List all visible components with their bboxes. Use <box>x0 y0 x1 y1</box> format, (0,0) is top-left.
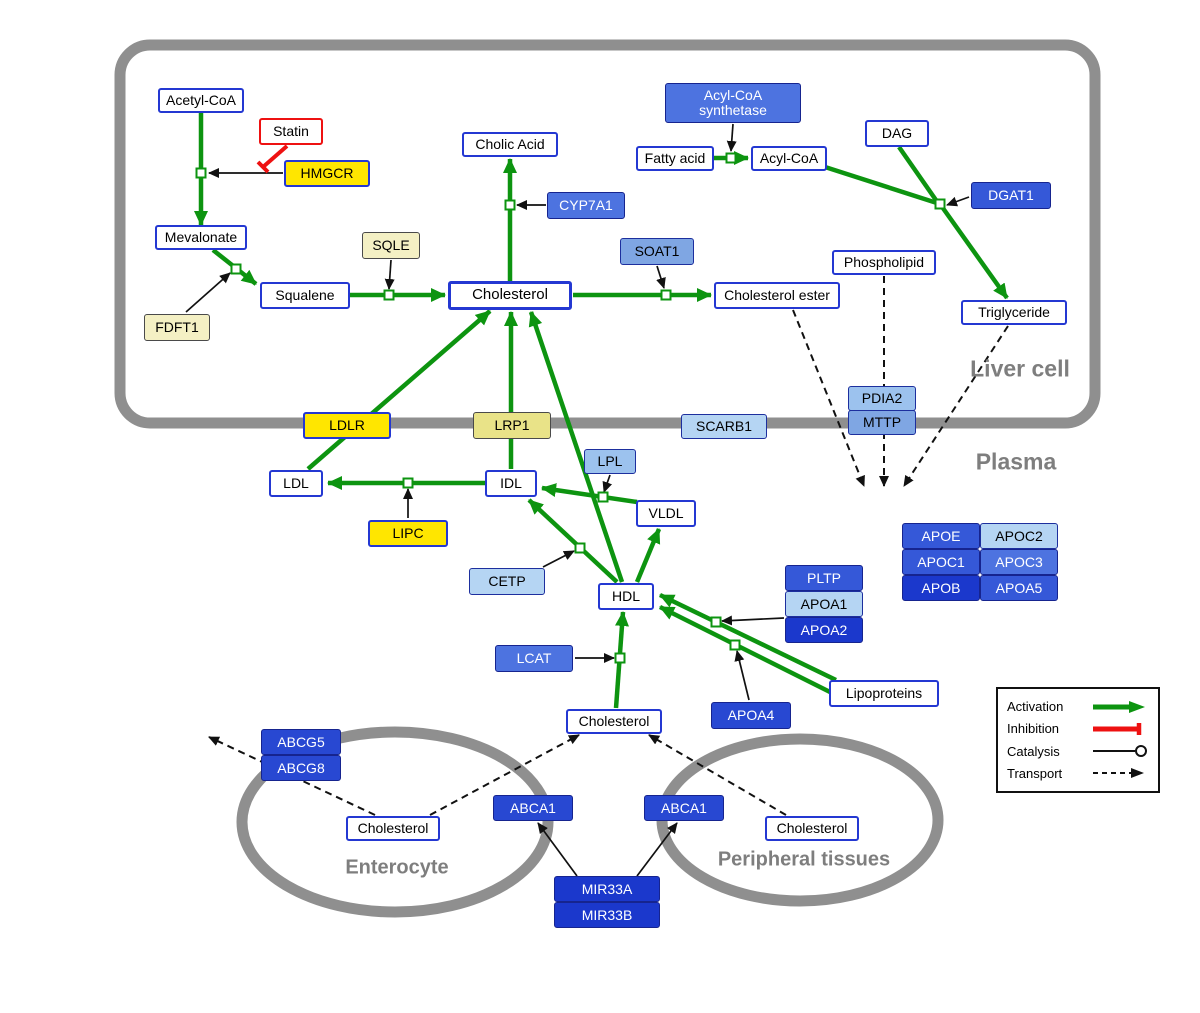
reaction-node <box>725 152 737 164</box>
edge-catalysis <box>721 615 785 626</box>
reaction-node <box>504 199 516 211</box>
reaction-node <box>710 616 722 628</box>
edge-catalysis <box>726 123 737 152</box>
edge-catalysis <box>602 474 613 493</box>
reaction-node <box>230 263 242 275</box>
inhibition-tbar-icon <box>1093 722 1142 735</box>
region-label-peripheral-tissues: Peripheral tissues <box>717 848 891 871</box>
reaction-node <box>195 167 207 179</box>
edge-activation <box>634 528 662 583</box>
edge-catalysis <box>656 265 666 289</box>
edge-activation <box>541 483 638 505</box>
legend-row-transport: Transport <box>1007 764 1149 783</box>
edge-activation <box>528 311 625 583</box>
reaction-node <box>729 639 741 651</box>
reaction-node <box>597 491 609 503</box>
edge-activation <box>658 604 832 695</box>
inhibition-tbar <box>256 160 270 174</box>
edge-inhibition <box>261 144 289 169</box>
reaction-node <box>383 289 395 301</box>
edge-transport <box>208 736 376 816</box>
transport-dashed-arrow-icon <box>1093 768 1144 779</box>
edge-activation <box>938 202 1009 300</box>
legend: Activation Inhibition Catalysis Transpor… <box>996 687 1160 793</box>
liver-cell-membrane <box>114 39 1101 429</box>
reaction-node <box>574 542 586 554</box>
edge-catalysis <box>537 822 578 877</box>
legend-label-transport: Transport <box>1007 765 1063 781</box>
edge-activation <box>306 309 492 471</box>
reaction-node <box>614 652 626 664</box>
edge-catalysis <box>636 822 678 877</box>
legend-label-inhibition: Inhibition <box>1007 721 1060 737</box>
edge-transport <box>429 734 580 816</box>
legend-label-activation: Activation <box>1007 699 1064 714</box>
edge-catalysis <box>946 196 970 207</box>
edge-transport <box>903 325 1009 487</box>
catalysis-circle-icon <box>1093 745 1147 758</box>
legend-row-catalysis: Catalysis <box>1007 742 1149 761</box>
legend-row-inhibition: Inhibition <box>1007 719 1149 738</box>
peripheral-tissues-membrane <box>656 733 944 907</box>
edge-transport <box>648 734 787 816</box>
edge-catalysis <box>384 259 395 290</box>
region-label-plasma: Plasma <box>975 448 1057 475</box>
enterocyte-membrane <box>236 726 554 918</box>
edge-activation <box>659 592 837 683</box>
edge-activation <box>824 164 941 207</box>
legend-label-catalysis: Catalysis <box>1007 743 1060 759</box>
reaction-node <box>660 289 672 301</box>
edge-activation <box>897 145 940 205</box>
edge-catalysis <box>734 650 750 701</box>
region-label-enterocyte: Enterocyte <box>345 856 449 879</box>
reaction-node <box>402 477 414 489</box>
edge-catalysis <box>542 550 575 568</box>
activation-arrow-icon <box>1093 700 1145 713</box>
region-label-liver-cell: Liver cell <box>970 355 1070 382</box>
edge-activation <box>527 498 619 584</box>
edge-catalysis <box>185 272 231 313</box>
edge-transport <box>792 309 865 487</box>
legend-row-activation: Activation <box>1007 697 1149 716</box>
reaction-node <box>934 198 946 210</box>
